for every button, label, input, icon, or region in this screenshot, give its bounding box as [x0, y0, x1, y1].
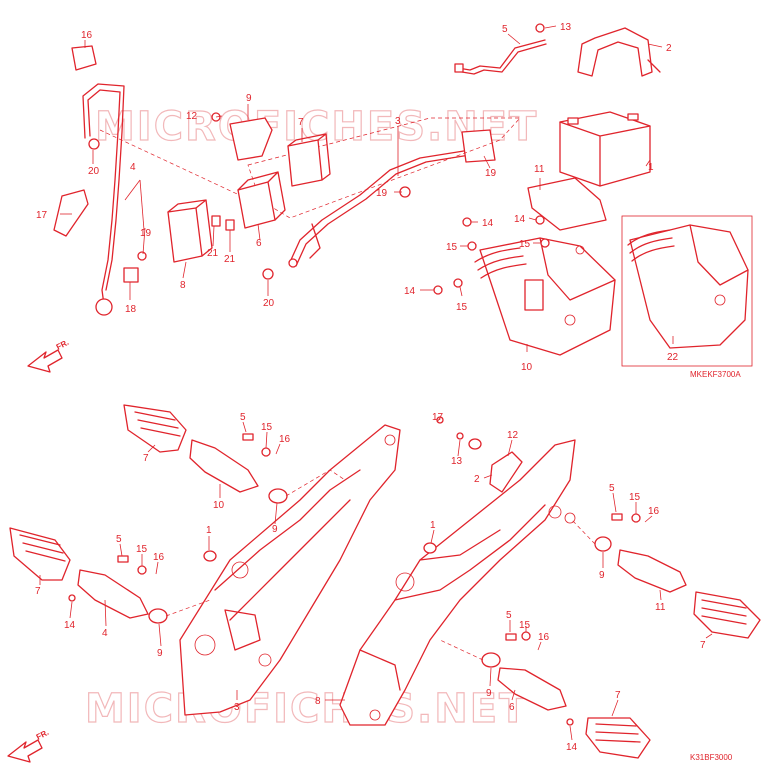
svg-text:7: 7 [700, 640, 706, 651]
svg-text:3: 3 [234, 702, 240, 713]
washers-bottom [148, 438, 612, 668]
svg-text:20: 20 [263, 298, 275, 309]
svg-text:15: 15 [136, 544, 148, 555]
right-step-holder [339, 439, 576, 726]
svg-text:7: 7 [298, 117, 304, 128]
svg-text:5: 5 [506, 610, 512, 621]
svg-text:15: 15 [456, 302, 468, 313]
left-step-holder [179, 424, 401, 716]
svg-text:17: 17 [36, 210, 48, 221]
svg-text:7: 7 [143, 453, 149, 464]
svg-text:15: 15 [519, 239, 531, 250]
svg-text:22: 22 [667, 352, 679, 363]
svg-text:16: 16 [153, 552, 165, 563]
svg-text:16: 16 [279, 434, 291, 445]
svg-text:6: 6 [256, 238, 262, 249]
front-direction-arrow-top: FR. [27, 338, 71, 373]
svg-text:6: 6 [509, 702, 515, 713]
fasteners-top [399, 186, 550, 295]
svg-text:3: 3 [395, 116, 401, 127]
callouts-bottom: 5 15 16 7 10 9 1 17 13 12 2 3 5 15 16 7 … [35, 412, 706, 753]
svg-text:16: 16 [648, 506, 660, 517]
svg-text:15: 15 [519, 620, 531, 631]
footpeg-arm-6 [497, 667, 567, 711]
svg-text:14: 14 [482, 218, 494, 229]
svg-text:4: 4 [102, 628, 108, 639]
front-direction-arrow-bottom: FR. [7, 728, 51, 763]
battery-box [474, 237, 616, 356]
svg-text:9: 9 [272, 524, 278, 535]
svg-text:21: 21 [207, 248, 219, 259]
svg-text:8: 8 [315, 696, 321, 707]
svg-text:19: 19 [140, 228, 152, 239]
fasteners-bottom [68, 416, 641, 726]
svg-text:14: 14 [566, 742, 578, 753]
diagram-code-bottom: K31BF3000 [690, 753, 733, 762]
diagram-code-top: MKEKF3700A [690, 370, 741, 379]
battery [559, 111, 651, 187]
svg-text:16: 16 [538, 632, 550, 643]
svg-text:9: 9 [246, 93, 252, 104]
footpeg-front-left [123, 404, 187, 453]
svg-text:9: 9 [599, 570, 605, 581]
svg-text:11: 11 [534, 164, 545, 175]
svg-text:4: 4 [130, 162, 136, 173]
svg-text:1: 1 [206, 525, 212, 536]
svg-text:5: 5 [116, 534, 122, 545]
svg-text:19: 19 [485, 168, 497, 179]
svg-text:15: 15 [446, 242, 458, 253]
svg-text:16: 16 [81, 30, 93, 41]
svg-text:1: 1 [430, 520, 436, 531]
dashed-lines-bottom [165, 469, 596, 661]
svg-text:5: 5 [240, 412, 246, 423]
svg-text:20: 20 [88, 166, 100, 177]
svg-text:7: 7 [35, 586, 41, 597]
svg-text:15: 15 [629, 492, 641, 503]
svg-text:21: 21 [224, 254, 236, 265]
svg-text:19: 19 [376, 188, 388, 199]
svg-text:17: 17 [432, 412, 444, 423]
footpeg-rear-left [9, 527, 71, 581]
svg-text:8: 8 [180, 280, 186, 291]
svg-text:5: 5 [609, 483, 615, 494]
svg-text:10: 10 [213, 500, 225, 511]
left-harness [53, 45, 274, 316]
svg-text:5: 5 [502, 24, 508, 35]
svg-text:7: 7 [615, 690, 621, 701]
svg-text:10: 10 [521, 362, 533, 373]
footpeg-rear-right [693, 591, 761, 639]
watermark-bottom: MICROFICHES.NET [85, 686, 528, 732]
battery-cable [454, 23, 547, 75]
svg-text:14: 14 [64, 620, 76, 631]
svg-text:12: 12 [507, 430, 519, 441]
battery-box-inset [621, 215, 753, 367]
svg-text:14: 14 [514, 214, 526, 225]
svg-text:13: 13 [451, 456, 463, 467]
svg-text:13: 13 [560, 22, 572, 33]
footpeg-arm-11 [617, 549, 687, 593]
footpeg-front-right [585, 717, 651, 759]
leaders-top [60, 25, 674, 352]
battery-mat [527, 177, 607, 231]
svg-text:15: 15 [261, 422, 273, 433]
svg-text:11: 11 [655, 602, 666, 613]
callouts-top: 16 12 9 7 4 20 19 17 18 21 21 6 8 20 3 1… [36, 22, 679, 373]
svg-text:1: 1 [648, 162, 654, 173]
svg-text:18: 18 [125, 304, 137, 315]
leaders-bottom [39, 417, 713, 741]
svg-text:FR.: FR. [55, 338, 71, 352]
svg-text:2: 2 [474, 474, 480, 485]
footpeg-arm-10 [189, 439, 259, 493]
battery-band [577, 27, 661, 77]
svg-text:9: 9 [157, 648, 163, 659]
wire-harness [288, 129, 496, 268]
svg-text:12: 12 [186, 111, 198, 122]
relay-set [167, 117, 331, 263]
svg-text:14: 14 [404, 286, 416, 297]
svg-text:2: 2 [666, 43, 672, 54]
footpeg-arm-4 [77, 569, 149, 619]
svg-text:FR.: FR. [35, 728, 51, 742]
svg-text:9: 9 [486, 688, 492, 699]
